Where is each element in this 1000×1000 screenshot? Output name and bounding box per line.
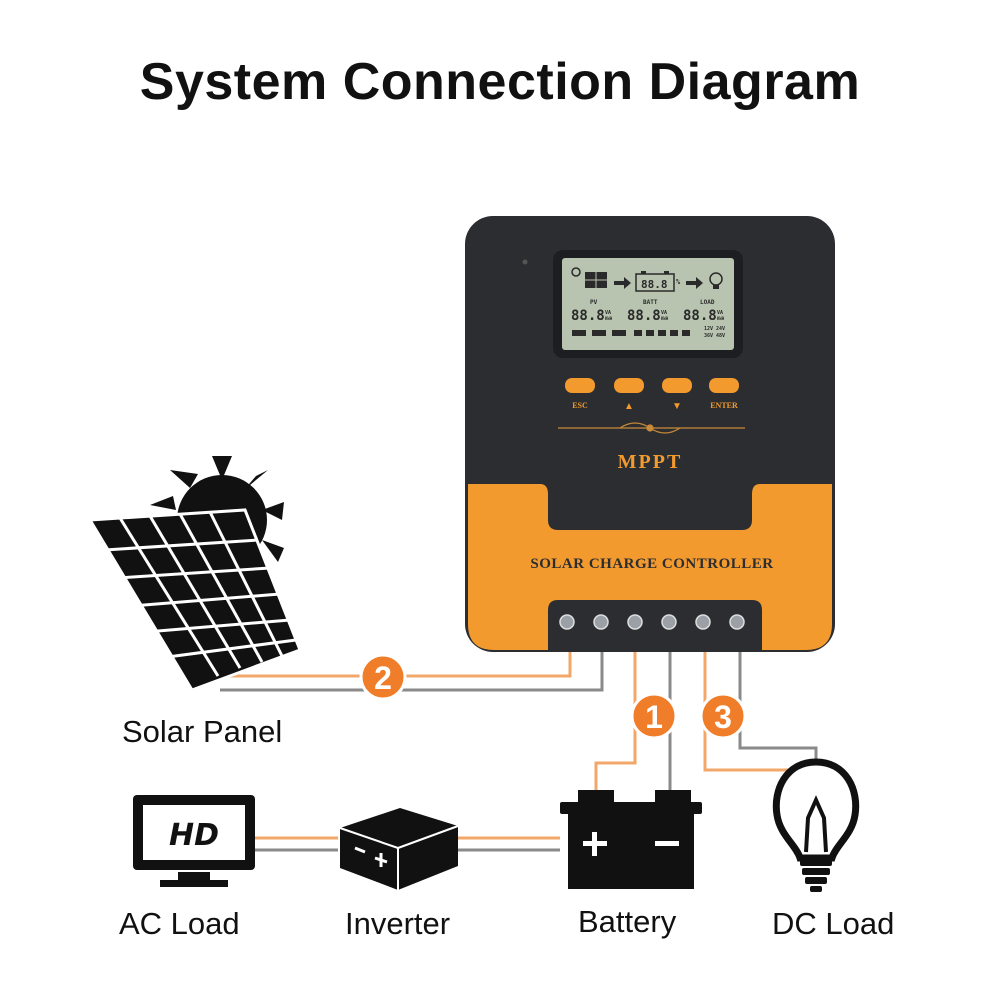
lcd-status-row [572, 330, 690, 336]
lcd-arrow-icon-2 [686, 277, 703, 289]
lcd-batt-readout: 88.8 [627, 308, 661, 324]
terminal-recess [548, 600, 762, 650]
lcd-solar-icon [571, 267, 607, 288]
lcd-load-readout: 88.8 [683, 308, 717, 324]
lcd-load-energy: KWH [717, 316, 725, 321]
lcd-arrow-icon [614, 277, 631, 289]
up-button[interactable] [614, 378, 644, 393]
lcd-pv-unit: VA [605, 310, 611, 316]
badge-3: 3 [699, 692, 747, 740]
terminal-screws [559, 614, 745, 630]
esc-button-label: ESC [572, 401, 588, 410]
terminal-2 [593, 614, 609, 630]
lcd-pv-label: PV [590, 299, 598, 306]
charge-controller: 88.8 % PV BATT LOAD 88.8 88.8 88.8 VA VA… [465, 216, 835, 652]
indicator-dot [522, 259, 528, 265]
up-button-label: ▲ [624, 401, 634, 412]
solar-panel-icon [87, 508, 302, 692]
lcd-battery-readout: 88.8 [641, 278, 668, 291]
lcd-batt-unit: VA [661, 310, 667, 316]
battery-icon [560, 790, 702, 889]
terminal-5 [695, 614, 711, 630]
wire-load-positive [703, 650, 816, 772]
wire-solar-negative [220, 650, 604, 692]
inverter-icon [339, 808, 459, 890]
lcd-voltage-48: 48V [716, 333, 725, 339]
lcd-voltage-36: 36V [704, 333, 713, 339]
lcd-voltage-12: 12V [704, 326, 713, 332]
enter-button-label: ENTER [710, 401, 738, 410]
lcd-batt-label: BATT [643, 299, 658, 306]
ac-load-label: AC Load [119, 906, 240, 941]
lcd-voltage-24: 24V [716, 326, 725, 332]
ac-load-screen-text: HD [169, 818, 219, 853]
enter-button[interactable] [709, 378, 739, 393]
lcd-pv-energy: KWH [605, 316, 613, 321]
badge-2: 2 [359, 653, 407, 701]
terminal-1 [559, 614, 575, 630]
terminal-3 [627, 614, 643, 630]
lcd-bulb-icon [709, 272, 723, 289]
lcd-batt-energy: KWH [661, 316, 669, 321]
badge-2-number: 2 [374, 660, 392, 696]
terminal-6 [729, 614, 745, 630]
down-button-label: ▼ [672, 401, 682, 412]
wire-solar-positive [220, 650, 572, 678]
light-bulb-icon [772, 758, 860, 892]
down-button[interactable] [662, 378, 692, 393]
ac-load-icon [133, 795, 255, 887]
lcd-load-unit: VA [717, 310, 723, 316]
solar-panel-label: Solar Panel [122, 714, 283, 749]
inverter-label: Inverter [345, 906, 451, 941]
dc-load-label: DC Load [772, 906, 895, 941]
lcd-percent: % [676, 278, 681, 286]
brand-label: MPPT [618, 451, 683, 473]
badge-1-number: 1 [645, 699, 663, 735]
controller-name: SOLAR CHARGE CONTROLLER [530, 556, 773, 572]
wires [220, 650, 818, 852]
esc-button[interactable] [565, 378, 595, 393]
lcd-pv-readout: 88.8 [571, 308, 605, 324]
badge-1: 1 [630, 692, 678, 740]
wire-load-negative [738, 650, 818, 762]
lcd-battery-icon [635, 271, 675, 292]
terminal-4 [661, 614, 677, 630]
badge-3-number: 3 [714, 699, 732, 735]
diagram-title: System Connection Diagram [139, 53, 861, 111]
lcd-load-label: LOAD [700, 299, 715, 306]
ornament-divider [558, 422, 745, 434]
battery-label: Battery [578, 904, 677, 939]
